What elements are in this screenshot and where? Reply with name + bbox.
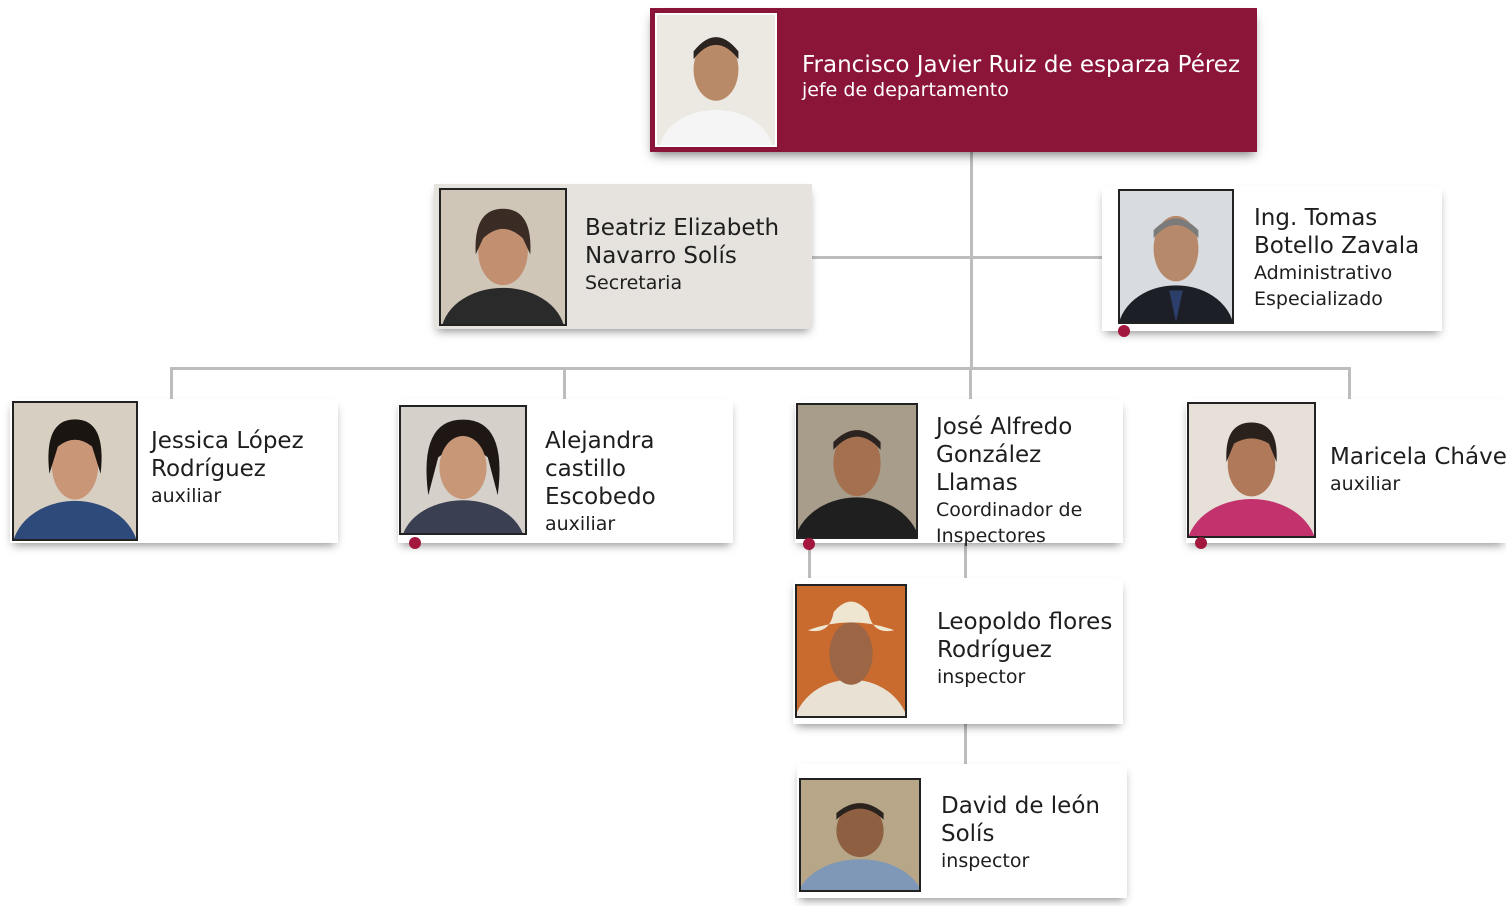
connector-secretary	[812, 256, 972, 259]
david-name-line1: David de león	[941, 793, 1100, 819]
portrait-photo	[796, 403, 918, 539]
org-card-david: David de león Solís inspector	[797, 764, 1127, 898]
org-card-jessica: Jessica López Rodríguez auxiliar	[10, 399, 338, 543]
leopoldo-name-line2: Rodríguez	[937, 637, 1052, 663]
portrait-photo	[1118, 189, 1234, 324]
marker-dot	[1118, 325, 1130, 337]
chief-role: jefe de departamento	[802, 79, 1009, 101]
marker-dot	[409, 537, 421, 549]
david-name-line2: Solís	[941, 821, 995, 847]
jose-name-line2: González Llamas	[936, 442, 1042, 496]
jose-role-line2: Inspectores	[936, 525, 1046, 547]
portrait-photo	[1187, 402, 1316, 538]
chief-name: Francisco Javier Ruiz de esparza Pérez	[802, 52, 1241, 78]
marker-dot	[803, 538, 815, 550]
org-card-chief: Francisco Javier Ruiz de esparza Pérez j…	[650, 8, 1257, 152]
alejandra-role: auxiliar	[545, 513, 616, 535]
connector-chief-vertical	[970, 152, 973, 370]
connector-leopoldo-david	[964, 724, 967, 764]
admin-role-line1: Administrativo	[1254, 262, 1393, 284]
connector-jose-leopoldo	[964, 543, 967, 578]
admin-role-line2: Especializado	[1254, 288, 1383, 310]
org-card-maricela: Maricela Chávez auxiliar	[1186, 399, 1506, 549]
portrait-photo	[439, 188, 567, 326]
connector-drop-jose	[969, 367, 972, 399]
jessica-name-line1: Jessica López	[151, 428, 304, 454]
portrait-photo	[799, 778, 921, 892]
connector-jose-left	[808, 543, 811, 578]
org-card-leopoldo: Leopoldo flores Rodríguez inspector	[793, 578, 1123, 724]
portrait-photo	[12, 401, 138, 541]
leopoldo-role: inspector	[937, 666, 1026, 688]
connector-drop-jessica	[170, 367, 173, 399]
alejandra-name-line1: Alejandra castillo	[545, 428, 655, 482]
jessica-name-line2: Rodríguez	[151, 456, 266, 482]
portrait-photo	[655, 13, 777, 147]
jose-role-line1: Coordinador de	[936, 499, 1083, 521]
marker-dot	[1195, 537, 1207, 549]
maricela-name: Maricela Chávez	[1330, 444, 1506, 470]
connector-drop-maricela	[1348, 367, 1351, 399]
secretary-name-line1: Beatriz Elizabeth	[585, 215, 780, 241]
maricela-role: auxiliar	[1330, 473, 1401, 495]
connector-admin	[972, 256, 1102, 259]
org-card-jose: José Alfredo González Llamas Coordinador…	[795, 399, 1123, 550]
org-card-secretary: Beatriz Elizabeth Navarro Solís Secretar…	[434, 184, 812, 329]
admin-name-line2: Botello Zavala	[1254, 233, 1420, 259]
david-role: inspector	[941, 850, 1030, 872]
connector-drop-alejandra	[563, 367, 566, 399]
portrait-photo	[399, 405, 527, 535]
jessica-role: auxiliar	[151, 485, 222, 507]
secretary-role: Secretaria	[585, 272, 683, 294]
leopoldo-name-line1: Leopoldo flores	[937, 609, 1113, 635]
org-card-alejandra: Alejandra castillo Escobedo auxiliar	[398, 399, 733, 549]
secretary-name-line2: Navarro Solís	[585, 243, 737, 269]
alejandra-name-line2: Escobedo	[545, 484, 656, 510]
portrait-photo	[795, 584, 907, 718]
admin-name-line1: Ing. Tomas	[1254, 205, 1378, 231]
org-card-admin: Ing. Tomas Botello Zavala Administrativo…	[1102, 186, 1442, 337]
jose-name-line1: José Alfredo	[936, 414, 1073, 440]
connector-staff-horizontal	[170, 367, 1351, 370]
